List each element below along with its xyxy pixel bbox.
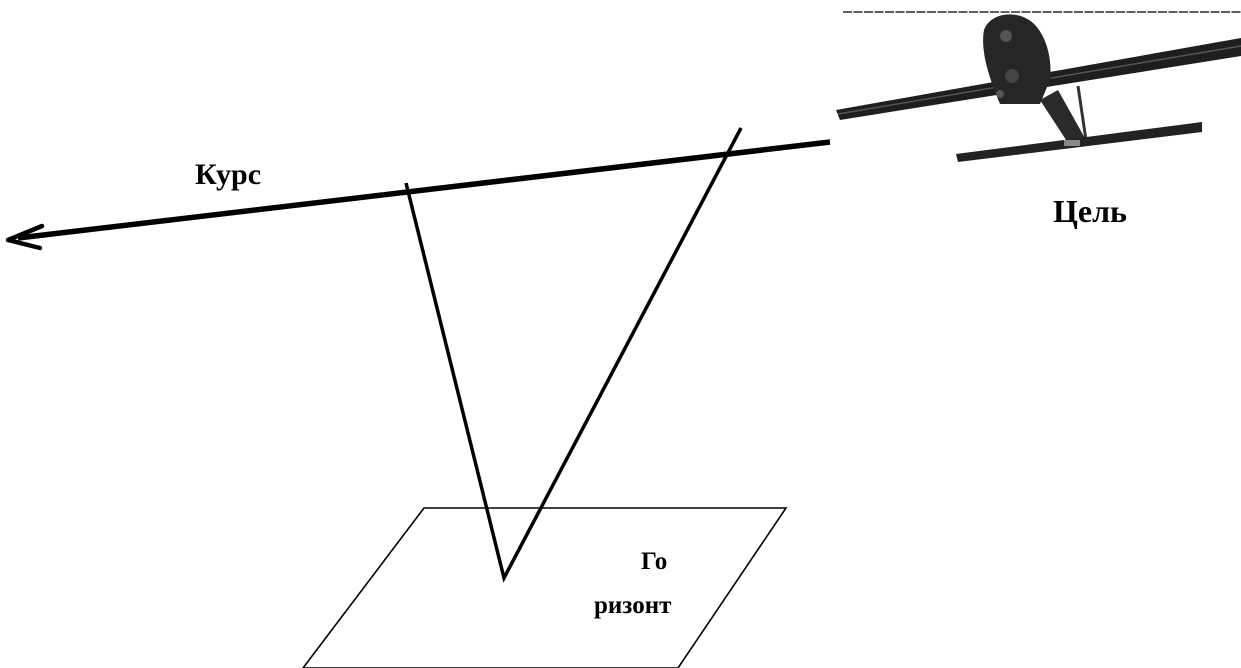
horizon-plane	[303, 508, 786, 668]
uav-prop-hub	[1000, 30, 1012, 42]
uav-drone-icon	[836, 14, 1241, 162]
view-cone	[406, 128, 741, 578]
horizon-label-line2: ризонт	[594, 592, 671, 619]
horizon-label-line1: Го	[641, 548, 667, 575]
uav-camera	[1005, 69, 1019, 83]
uav-tail-joint	[1064, 140, 1080, 146]
target-label: Цель	[1053, 193, 1127, 229]
uav-sensor	[996, 90, 1004, 98]
course-label: Курс	[195, 158, 261, 191]
